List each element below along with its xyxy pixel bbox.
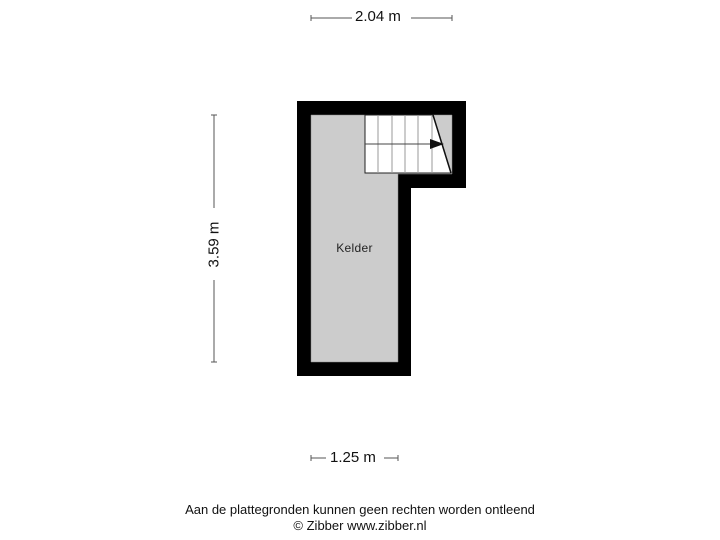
stair-direction-arrow-icon	[430, 139, 444, 149]
floor-kelder	[310, 114, 453, 363]
disclaimer-text: Aan de plattegronden kunnen geen rechten…	[185, 502, 535, 517]
room-label-kelder: Kelder	[336, 241, 373, 255]
dimension-top: 2.04 m	[355, 8, 401, 25]
dimension-left: 3.59 m	[205, 221, 223, 268]
top-dimension-line	[310, 15, 453, 21]
dimension-bottom: 1.25 m	[330, 449, 376, 466]
bottom-dimension-line	[310, 455, 399, 461]
copyright-text: © Zibber www.zibber.nl	[293, 518, 427, 533]
left-dimension-line	[211, 114, 217, 363]
staircase	[364, 114, 452, 174]
